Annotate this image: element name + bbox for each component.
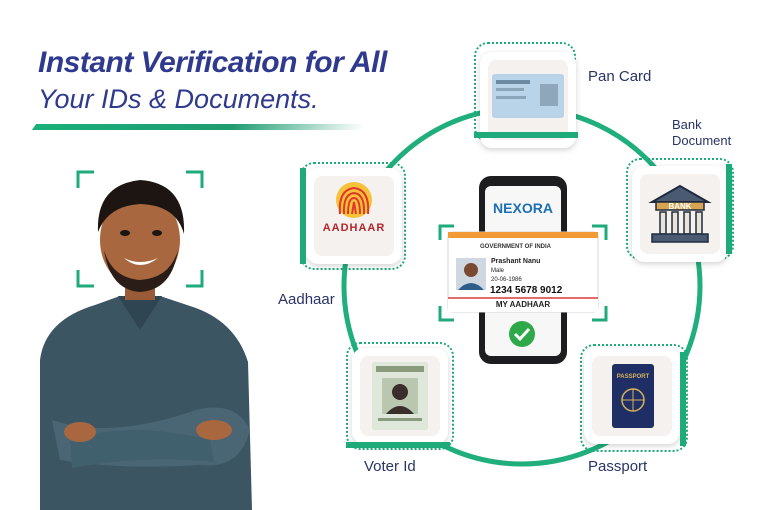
bank-document-label: Bank Document (672, 117, 732, 148)
card-footer: MY AADHAAR (495, 300, 551, 309)
card-holder-name: Prashant Nanu (491, 258, 541, 265)
passport-tile[interactable]: PASSPORT (584, 348, 680, 444)
passport-frame (580, 344, 688, 452)
pan-card-label: Pan Card (588, 68, 652, 85)
face-scan-frame-icon (76, 170, 204, 288)
headline-line-1: Instant Verification for All (38, 46, 387, 79)
passport-icon (612, 364, 654, 428)
passport-label: Passport (588, 458, 648, 475)
voter-frame (346, 342, 454, 450)
phone-brand: NEXORA (493, 200, 553, 216)
voter-id-icon (372, 362, 428, 430)
card-number: 1234 5678 9012 (490, 285, 563, 296)
headline-line-2: Your IDs & Documents. (38, 84, 319, 114)
bank-sign-text: BANK (668, 202, 692, 211)
headline: Instant Verification for All Your IDs & … (38, 44, 387, 116)
card-government-label: GOVERNMENT OF INDIA (480, 244, 552, 250)
voter-id-label: Voter Id (364, 458, 416, 475)
aadhaar-logo-text: AADHAAR (322, 222, 386, 234)
passport-cover-text: PASSPORT (616, 374, 650, 380)
card-holder-gender: Male (491, 268, 505, 274)
bank-icon (648, 184, 712, 243)
bank-document-tile[interactable]: BANK (632, 166, 728, 262)
card-holder-dob: 20-06-1986 (491, 277, 522, 283)
voter-id-tile[interactable] (352, 348, 448, 444)
aadhaar-tile[interactable]: AADHAAR (306, 168, 402, 264)
aadhaar-logo-icon (336, 182, 372, 218)
aadhaar-label: Aadhaar (278, 291, 335, 308)
pan-card-icon (492, 74, 564, 118)
